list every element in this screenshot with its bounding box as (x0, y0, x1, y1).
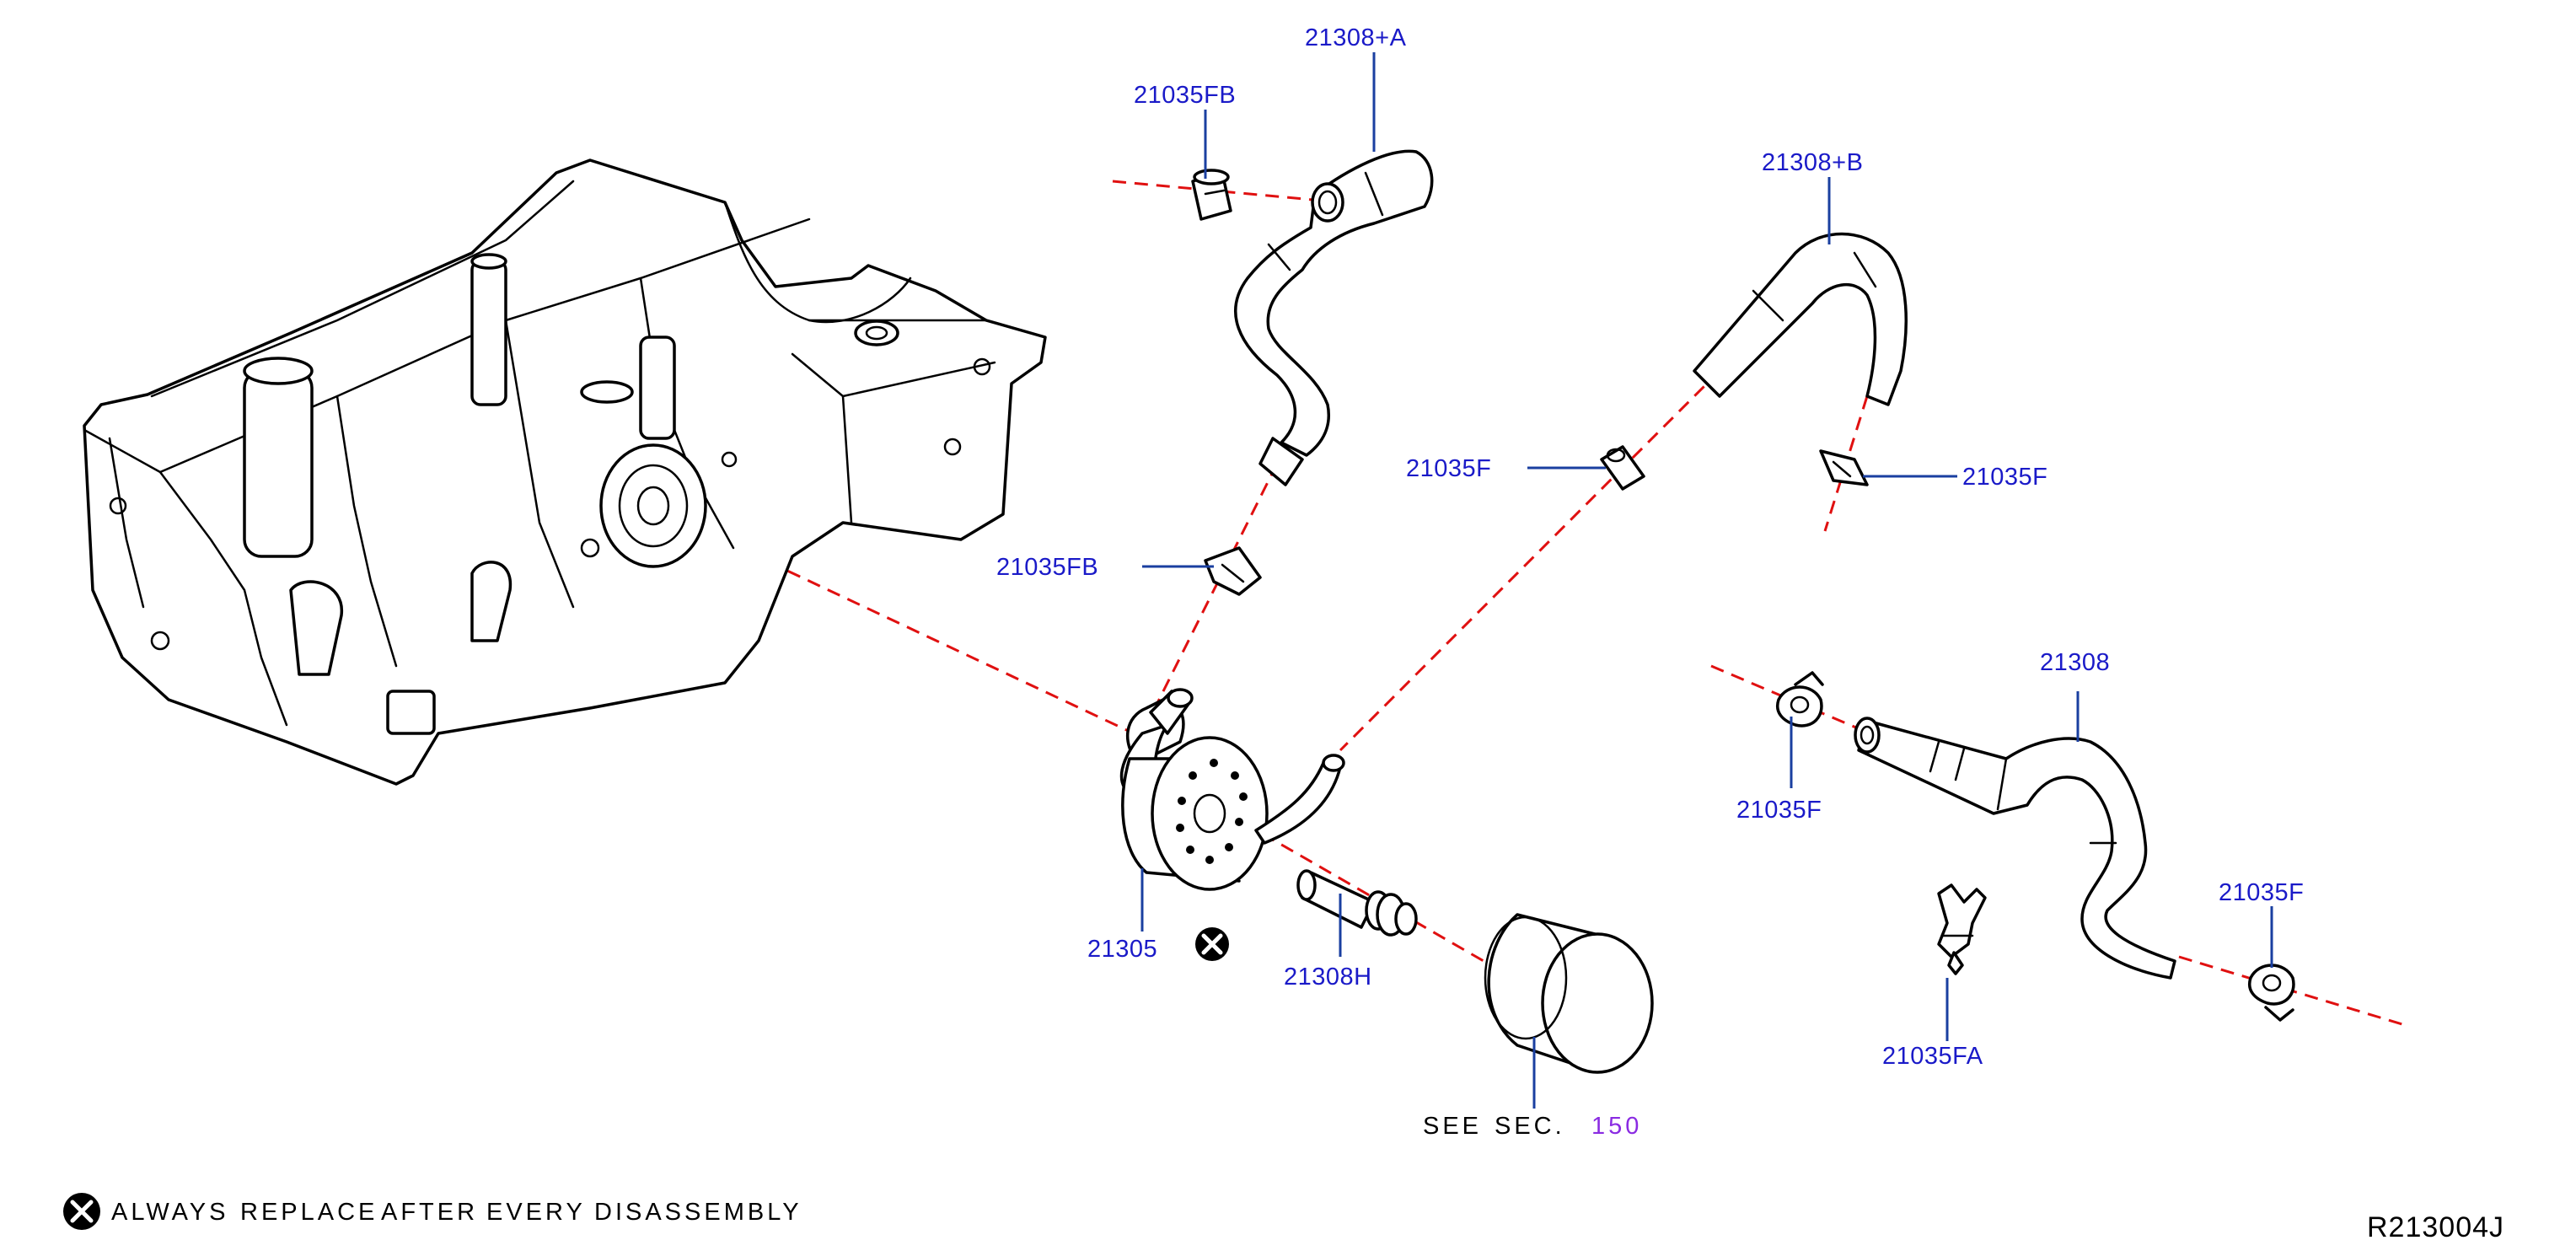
label-21308-b: 21308+B (1762, 149, 1863, 176)
x-circle-icon (63, 1193, 100, 1230)
label-21035f-right-top: 21035F (1962, 464, 2047, 491)
see-section-ref: SEE SEC. 150 (1423, 1113, 1642, 1140)
oil-cooler (1119, 688, 1345, 891)
label-21035fa: 21035FA (1882, 1043, 1983, 1070)
label-21035fb-bottom: 21035FB (996, 554, 1098, 581)
clip-21035fa (1937, 883, 1987, 975)
label-21035f-right-lower: 21035F (2219, 879, 2304, 906)
section-number: 150 (1591, 1113, 1642, 1140)
hose-21308-a (1234, 149, 1434, 486)
leader-lines (1140, 52, 2273, 1109)
legend: ALWAYS REPLACE AFTER EVERY DISASSEMBLY (63, 1193, 802, 1230)
label-21035f-mid: 21035F (1406, 455, 1491, 482)
label-21035f-left-lower: 21035F (1736, 797, 1822, 824)
label-21308: 21308 (2040, 649, 2110, 676)
connector-21308h (1296, 869, 1418, 937)
legend-every: EVERY (486, 1199, 586, 1226)
legend-replace: REPLACE (240, 1199, 378, 1226)
label-21308h: 21308H (1284, 964, 1372, 991)
clamp-21035f-left-lower (1776, 671, 1824, 728)
oil-filter (1484, 913, 1654, 1074)
see-text: SEE (1423, 1113, 1482, 1140)
clamp-21035f-right-lower (2248, 964, 2295, 1022)
legend-always: ALWAYS (111, 1199, 229, 1226)
cooler-mount-boss (599, 443, 707, 568)
clamp-21035f-mid (1600, 445, 1645, 491)
clamp-21035fb-bottom (1204, 546, 1262, 596)
sec-text: SEC. (1495, 1113, 1565, 1140)
engine-outline (83, 158, 1047, 786)
hose-21308-main (1854, 717, 2176, 980)
clamp-21035f-right-top (1819, 449, 1869, 486)
part-labels: 21308+A 21035FB 21308+B 21035F 21035F 21… (996, 24, 2304, 1070)
cooler-face (1151, 736, 1269, 891)
dash-hose-b-to-cooler (1339, 369, 1721, 752)
reference-code: R213004J (2367, 1211, 2504, 1243)
label-21308-a: 21308+A (1305, 24, 1407, 51)
legend-disassembly: DISASSEMBLY (594, 1199, 802, 1226)
hose-21308-b (1693, 232, 1908, 406)
label-21035fb-top: 21035FB (1134, 82, 1236, 109)
engine-oil-pan (83, 158, 1047, 786)
clamp-21035fb-top (1191, 169, 1232, 221)
cooler-bolt-holes (1176, 759, 1248, 864)
replace-marker-icon (1195, 927, 1229, 961)
dash-hose-a-to-cooler (1153, 463, 1279, 709)
legend-after: AFTER (381, 1199, 478, 1226)
label-21305: 21305 (1087, 936, 1157, 963)
